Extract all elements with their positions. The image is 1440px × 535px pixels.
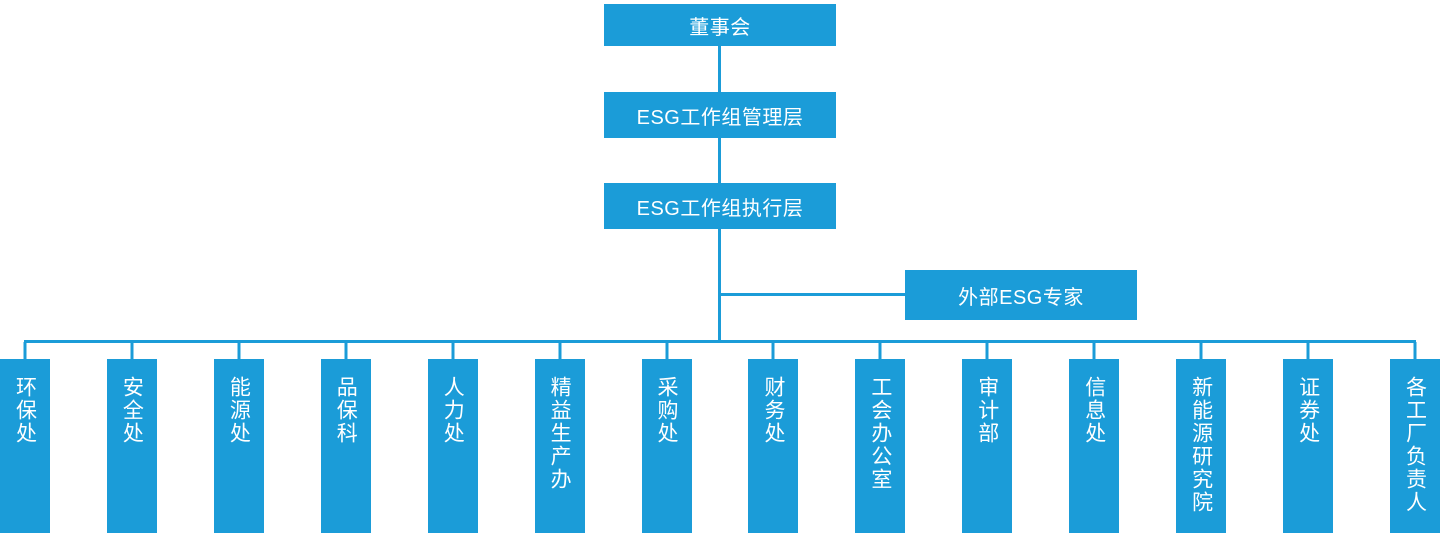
connector-stub-line bbox=[665, 342, 669, 359]
department-label: 证券处 bbox=[1296, 376, 1320, 445]
node-esg-management-label: ESG工作组管理层 bbox=[636, 106, 804, 129]
department-node: 采购处 bbox=[641, 342, 692, 533]
node-esg-execution-label: ESG工作组执行层 bbox=[636, 197, 804, 220]
node-board-label: 董事会 bbox=[689, 16, 751, 39]
department-node: 信息处 bbox=[1069, 342, 1120, 533]
connector-stub-line bbox=[985, 342, 989, 359]
connector-stub-line bbox=[558, 342, 562, 359]
department-node: 证券处 bbox=[1283, 342, 1334, 533]
node-external-esg-experts: 外部ESG专家 bbox=[905, 270, 1137, 320]
connector-stub-line bbox=[1306, 342, 1310, 359]
department-label: 信息处 bbox=[1082, 376, 1106, 445]
department-node: 工会办公室 bbox=[855, 342, 906, 533]
department-node: 品保科 bbox=[320, 342, 371, 533]
department-label: 环保处 bbox=[13, 376, 37, 445]
connector-stub-line bbox=[1092, 342, 1096, 359]
department-node: 精益生产办 bbox=[534, 342, 585, 533]
department-node: 新能源研究院 bbox=[1176, 342, 1227, 533]
department-label: 工会办公室 bbox=[868, 376, 892, 491]
department-label: 采购处 bbox=[655, 376, 679, 445]
department-label: 安全处 bbox=[120, 376, 144, 445]
department-label: 品保科 bbox=[334, 376, 358, 445]
connector-stub-line bbox=[878, 342, 882, 359]
department-node: 环保处 bbox=[0, 342, 50, 533]
connector-stub-line bbox=[1199, 342, 1203, 359]
department-node: 安全处 bbox=[106, 342, 157, 533]
node-esg-management-layer: ESG工作组管理层 bbox=[604, 92, 836, 138]
department-node: 审计部 bbox=[962, 342, 1013, 533]
connector-stub-line bbox=[237, 342, 241, 359]
department-label: 财务处 bbox=[761, 376, 785, 445]
connector-department-rail-line bbox=[24, 340, 1416, 343]
connector-external-branch-line bbox=[719, 293, 907, 296]
department-label: 审计部 bbox=[975, 376, 999, 445]
connector-stub-line bbox=[771, 342, 775, 359]
department-label: 各工厂负责人 bbox=[1403, 376, 1427, 514]
node-esg-execution-layer: ESG工作组执行层 bbox=[604, 183, 836, 229]
department-node: 各工厂负责人 bbox=[1389, 342, 1440, 533]
node-external-esg-experts-label: 外部ESG专家 bbox=[958, 286, 1084, 309]
department-node: 能源处 bbox=[213, 342, 264, 533]
department-label: 精益生产办 bbox=[548, 376, 572, 491]
node-board-of-directors: 董事会 bbox=[604, 4, 836, 46]
department-label: 能源处 bbox=[227, 376, 251, 445]
department-node: 财务处 bbox=[748, 342, 799, 533]
department-node: 人力处 bbox=[427, 342, 478, 533]
connector-stub-line bbox=[23, 342, 27, 359]
connector-stub-line bbox=[1413, 342, 1417, 359]
connector-stub-line bbox=[344, 342, 348, 359]
connector-stub-line bbox=[130, 342, 134, 359]
department-label: 新能源研究院 bbox=[1189, 376, 1213, 514]
department-row: 环保处 安全处 能源处 品保科 人力处 精益生产办 采购处 财务处 工会办公室 … bbox=[0, 342, 1440, 533]
department-label: 人力处 bbox=[441, 376, 465, 445]
connector-stub-line bbox=[451, 342, 455, 359]
